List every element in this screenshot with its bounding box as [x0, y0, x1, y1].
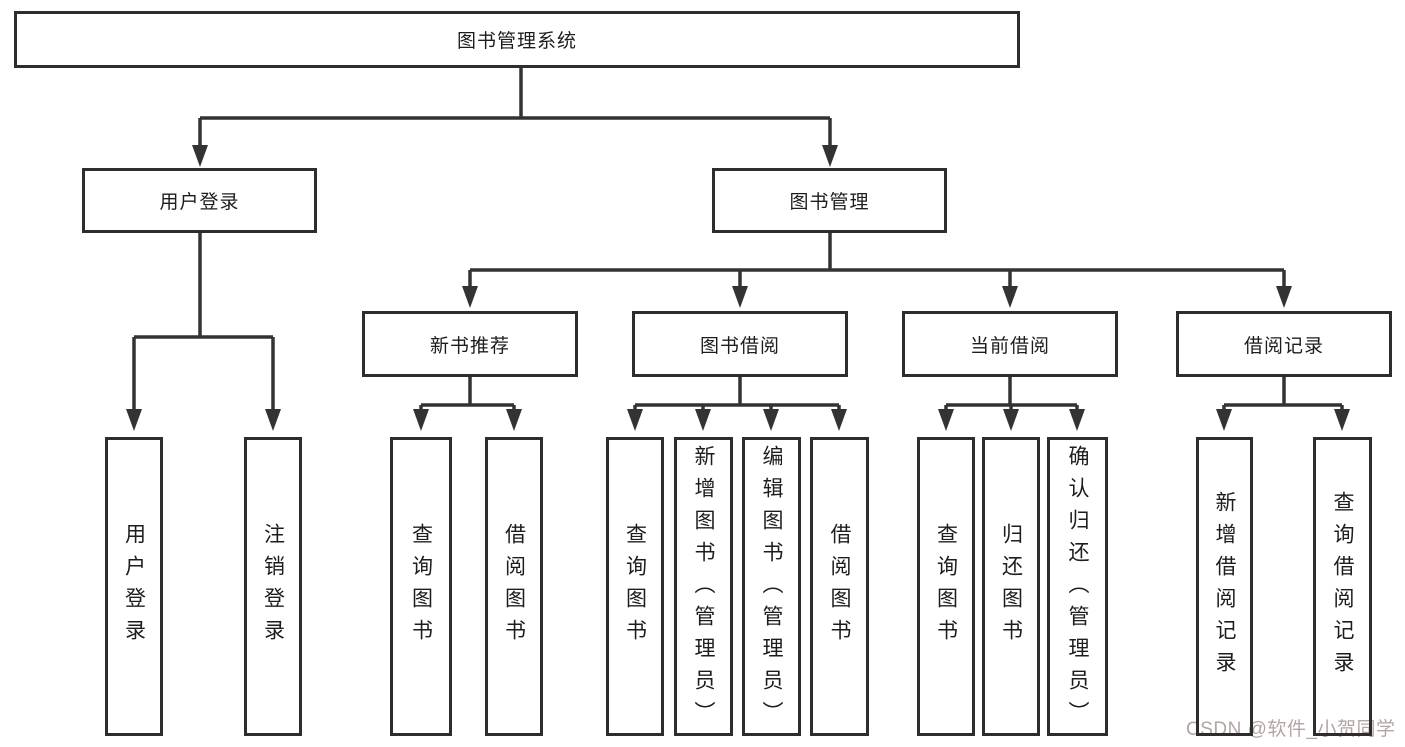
node-label: 图书管理	[789, 192, 870, 213]
leaf-return-books: 归还图书	[982, 437, 1040, 736]
node-label: 用户登录	[159, 192, 240, 213]
node-label: 确认归还（管理员）	[1066, 445, 1090, 733]
leaf-query-books-1: 查询图书	[390, 437, 452, 736]
leaf-query-books-2: 查询图书	[606, 437, 664, 736]
connector-book-management-branch	[468, 233, 1286, 287]
node-label: 图书借阅	[699, 335, 780, 357]
leaf-add-books-admin: 新增图书（管理员）	[674, 437, 733, 736]
node-label: 借阅图书	[502, 522, 526, 651]
node-label: 注销登录	[261, 522, 285, 651]
node-label: 当前借阅	[969, 335, 1050, 357]
leaf-user-login: 用户登录	[105, 437, 163, 736]
node-label: 图书管理系统	[456, 31, 577, 52]
node-book-borrow: 图书借阅	[632, 311, 848, 377]
node-library-management-system: 图书管理系统	[14, 11, 1020, 68]
leaf-add-borrow-record: 新增借阅记录	[1196, 437, 1253, 736]
node-label: 归还图书	[999, 522, 1023, 651]
node-label: 查询图书	[409, 522, 433, 651]
leaf-query-books-3: 查询图书	[917, 437, 975, 736]
node-label: 用户登录	[122, 522, 146, 651]
leaf-edit-books-admin: 编辑图书（管理员）	[742, 437, 801, 736]
node-label: 新书推荐	[429, 335, 510, 357]
leaf-query-borrow-record: 查询借阅记录	[1313, 437, 1372, 736]
node-new-book-recommend: 新书推荐	[362, 311, 578, 377]
connector-user-login-branch	[132, 233, 275, 410]
connector-current-borrow-branch	[944, 377, 1079, 410]
node-label: 查询图书	[934, 522, 958, 651]
node-user-login-group: 用户登录	[82, 168, 317, 233]
leaf-confirm-return-admin: 确认归还（管理员）	[1047, 437, 1108, 736]
node-label: 新增图书（管理员）	[692, 445, 716, 733]
arrowheads	[126, 145, 1350, 431]
leaf-logout: 注销登录	[244, 437, 302, 736]
leaf-borrow-books-1: 借阅图书	[485, 437, 543, 736]
node-label: 借阅图书	[828, 522, 852, 651]
node-label: 编辑图书（管理员）	[760, 445, 784, 733]
node-label: 新增借阅记录	[1213, 490, 1237, 683]
node-current-borrow: 当前借阅	[902, 311, 1118, 377]
connector-borrow-records-branch	[1222, 377, 1344, 410]
connector-new-book-recommend-branch	[419, 377, 516, 410]
node-book-management: 图书管理	[712, 168, 947, 233]
node-label: 查询图书	[623, 522, 647, 651]
node-label: 查询借阅记录	[1331, 490, 1355, 683]
leaf-borrow-books-2: 借阅图书	[810, 437, 869, 736]
connector-book-borrow-branch	[633, 377, 841, 410]
node-label: 借阅记录	[1243, 335, 1324, 357]
node-borrow-records: 借阅记录	[1176, 311, 1392, 377]
connector-root-to-level1	[198, 68, 832, 146]
